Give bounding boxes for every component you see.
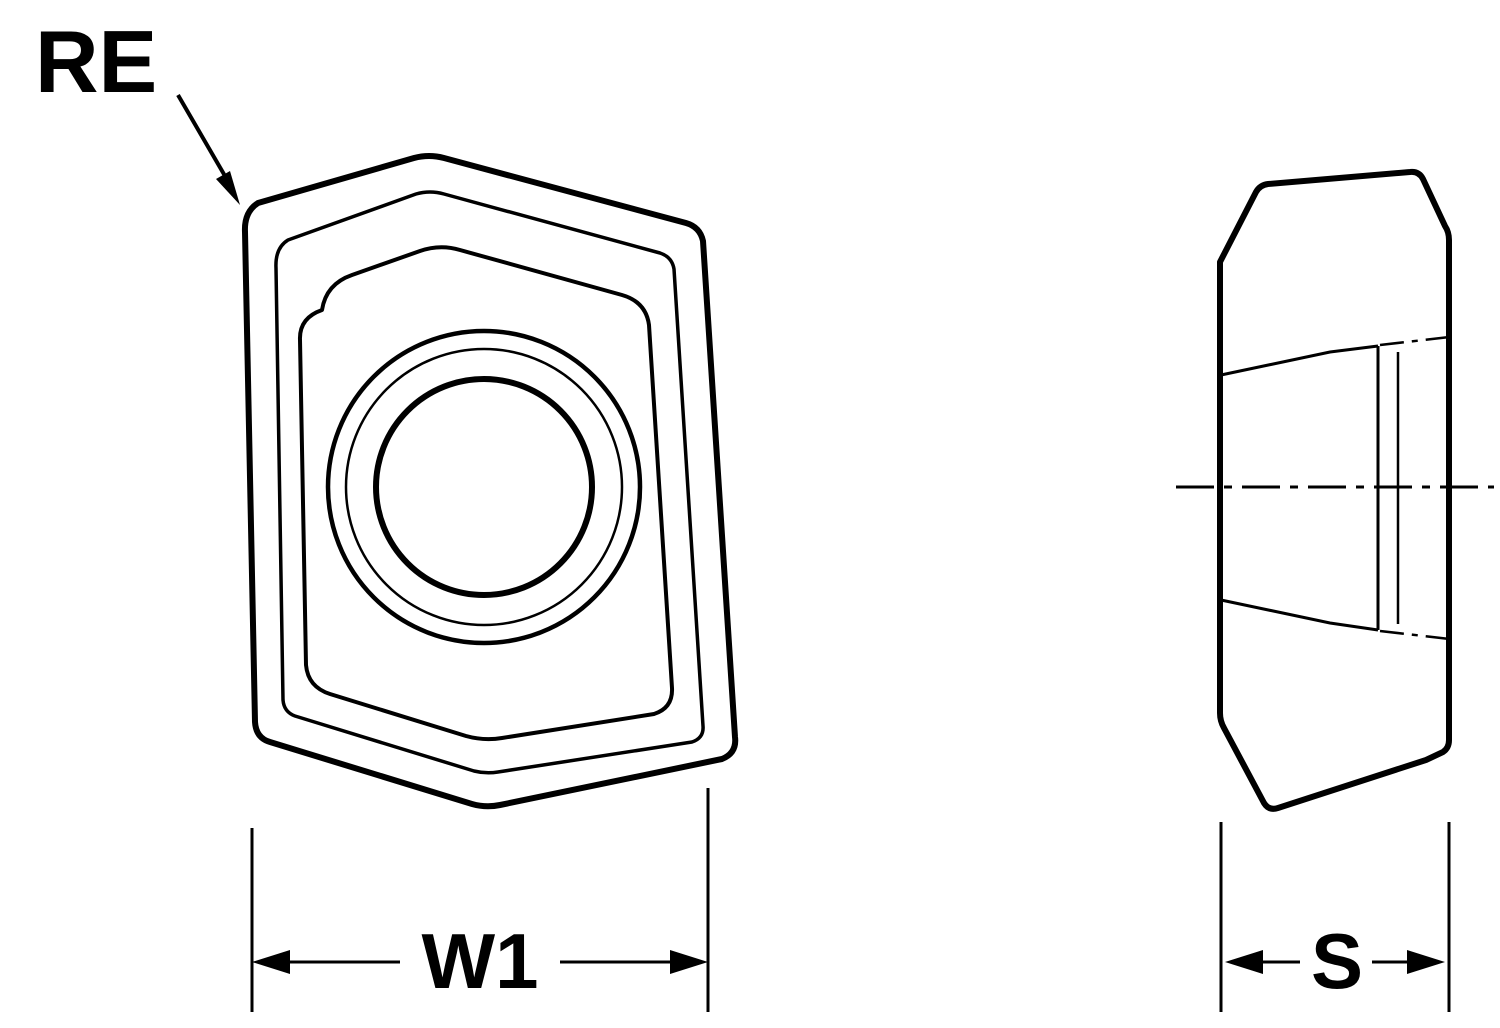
countersink-cone-lower-line bbox=[1220, 598, 1379, 632]
w1-dimension: W1 bbox=[250, 788, 710, 1012]
re-label: RE bbox=[35, 12, 157, 111]
hidden-line-lower bbox=[1379, 629, 1451, 641]
s-dimension: S bbox=[1219, 822, 1451, 1012]
countersink-inner-circle bbox=[344, 347, 624, 627]
insert-edge-contour bbox=[274, 190, 705, 775]
re-leader-line bbox=[176, 93, 227, 178]
insert-side-view bbox=[1176, 168, 1494, 812]
countersink-cone-upper-line bbox=[1220, 344, 1379, 377]
s-label: S bbox=[1311, 917, 1363, 1005]
hidden-line-upper bbox=[1379, 335, 1451, 347]
re-arrowhead-icon bbox=[216, 171, 240, 205]
insert-face-contour bbox=[297, 245, 675, 742]
center-hole bbox=[373, 376, 595, 598]
w1-label: W1 bbox=[422, 917, 539, 1005]
countersink-outer-circle bbox=[325, 328, 643, 646]
w1-left-arrowhead-icon bbox=[252, 950, 290, 974]
w1-right-arrowhead-icon bbox=[670, 950, 708, 974]
s-left-arrowhead-icon bbox=[1225, 950, 1263, 974]
re-annotation: RE bbox=[35, 12, 240, 205]
insert-side-outline bbox=[1217, 168, 1452, 812]
s-right-arrowhead-icon bbox=[1407, 950, 1445, 974]
insert-front-view bbox=[241, 153, 739, 810]
insert-front-outline bbox=[241, 153, 739, 810]
